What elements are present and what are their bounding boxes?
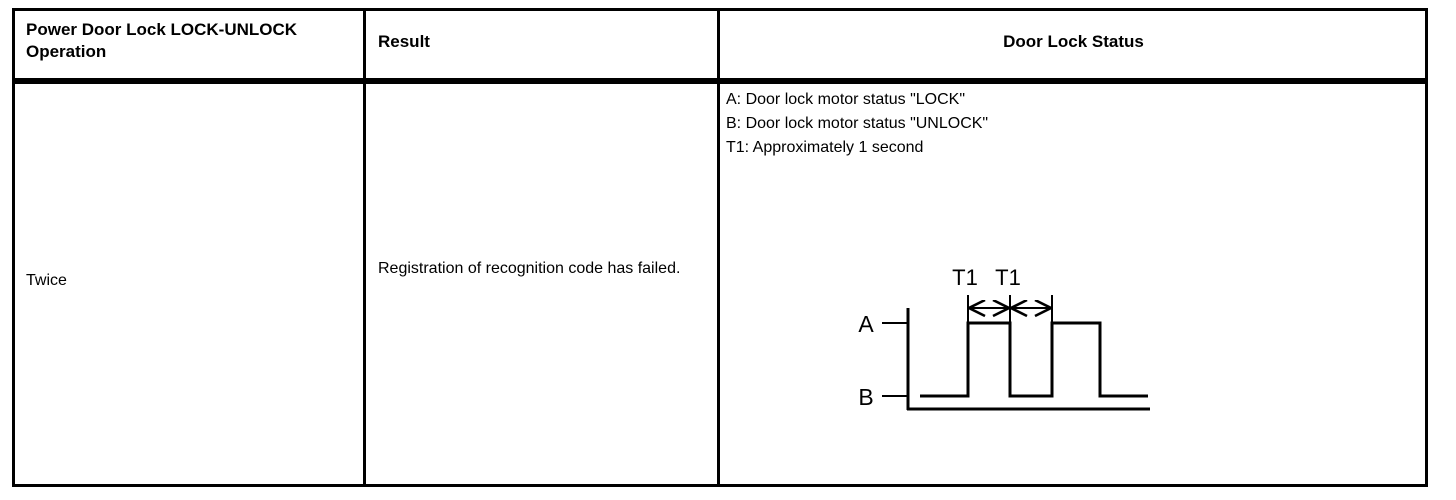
column-header-result: Result [378,32,430,51]
table-cell-operation: Twice [26,272,67,289]
header-separator-rule [12,78,1428,84]
waveform-label-a: A [858,311,874,337]
timing-diagram: T1 T1 A B [840,250,1170,430]
table-frame [12,8,1428,487]
legend-line-b: B: Door lock motor status "UNLOCK" [726,115,989,132]
t1-label-first: T1 [952,265,978,290]
legend-line-a: A: Door lock motor status "LOCK" [726,91,965,108]
legend-line-t1: T1: Approximately 1 second [726,139,924,156]
status-legend: A: Door lock motor status "LOCK" B: Door… [726,88,1416,160]
waveform-label-b: B [858,384,873,410]
table-cell-result: Registration of recognition code has fai… [378,260,681,277]
t1-label-second: T1 [995,265,1021,290]
column-header-door-lock-status: Door Lock Status [1003,32,1144,51]
column-header-operation: Power Door Lock LOCK-UNLOCK Operation [26,20,298,61]
door-lock-waveform [920,321,1148,398]
column-divider-1 [363,8,366,487]
column-divider-2 [717,8,720,487]
